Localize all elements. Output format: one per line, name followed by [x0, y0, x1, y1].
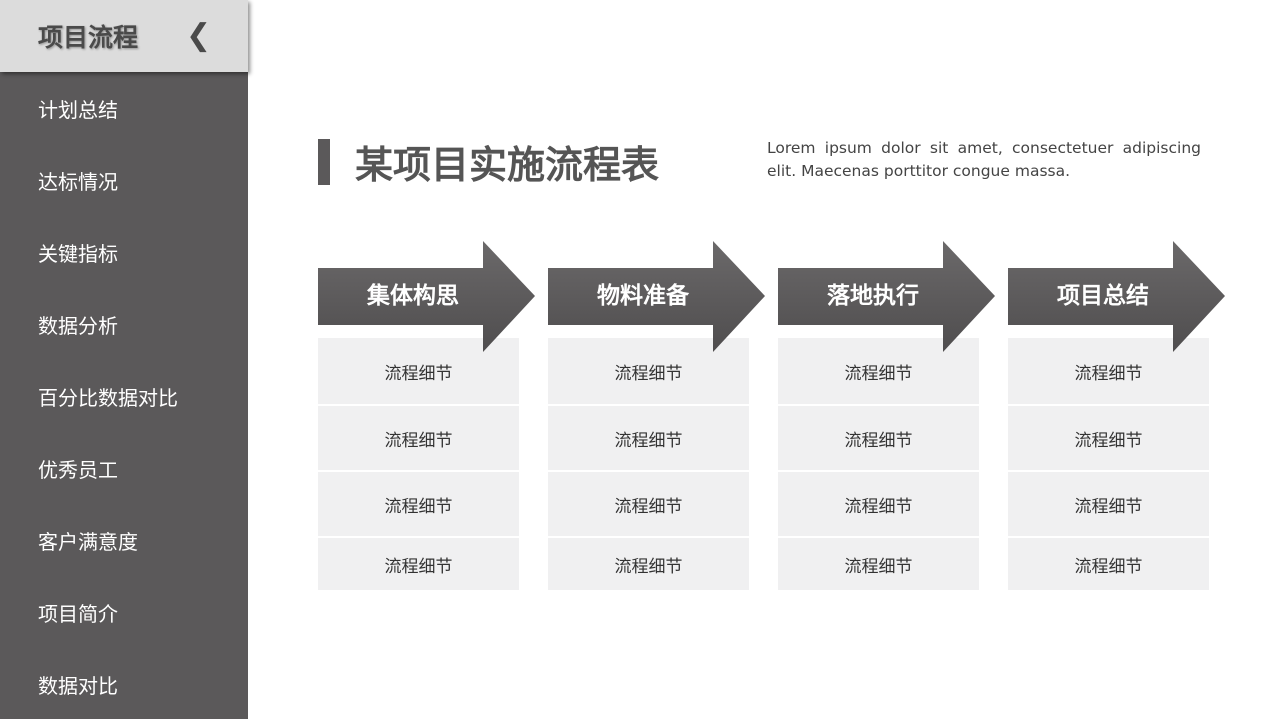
process-detail-cell: 流程细节 — [548, 472, 749, 536]
process-detail-cell: 流程细节 — [548, 406, 749, 470]
process-column: 流程细节流程细节流程细节流程细节 物料准备 — [548, 0, 778, 600]
process-column: 流程细节流程细节流程细节流程细节 集体构思 — [318, 0, 548, 600]
process-detail-cell: 流程细节 — [778, 472, 979, 536]
process-detail-cell: 流程细节 — [318, 538, 519, 590]
process-detail-cell: 流程细节 — [318, 406, 519, 470]
sidebar-item[interactable]: 客户满意度 — [38, 530, 138, 554]
sidebar-item[interactable]: 计划总结 — [38, 98, 118, 122]
step-label: 集体构思 — [367, 283, 459, 309]
arrow-shape — [548, 241, 765, 352]
arrow-shape — [778, 241, 995, 352]
process-detail-cell: 流程细节 — [548, 538, 749, 590]
sidebar-item[interactable]: 优秀员工 — [38, 458, 118, 482]
sidebar-title: 项目流程 — [38, 23, 139, 52]
process-column: 流程细节流程细节流程细节流程细节 项目总结 — [1008, 0, 1238, 600]
sidebar-item[interactable]: 百分比数据对比 — [38, 386, 178, 410]
sidebar: 项目流程 ❮ 计划总结达标情况关键指标数据分析百分比数据对比优秀员工客户满意度项… — [0, 0, 248, 719]
arrow-shape — [1008, 241, 1225, 352]
sidebar-header[interactable]: 项目流程 ❮ — [0, 0, 248, 72]
sidebar-item[interactable]: 达标情况 — [38, 170, 118, 194]
process-detail-cell: 流程细节 — [778, 406, 979, 470]
process-detail-cell: 流程细节 — [1008, 406, 1209, 470]
process-detail-cell: 流程细节 — [318, 472, 519, 536]
sidebar-item[interactable]: 数据对比 — [38, 674, 118, 698]
process-column: 流程细节流程细节流程细节流程细节 落地执行 — [778, 0, 1008, 600]
process-detail-cell: 流程细节 — [778, 538, 979, 590]
chevron-left-icon[interactable]: ❮ — [186, 18, 212, 53]
process-detail-cell: 流程细节 — [1008, 538, 1209, 590]
sidebar-item[interactable]: 数据分析 — [38, 314, 118, 338]
sidebar-item[interactable]: 项目简介 — [38, 602, 118, 626]
arrow-shape — [318, 241, 535, 352]
step-label: 落地执行 — [827, 283, 919, 309]
sidebar-item[interactable]: 关键指标 — [38, 242, 118, 266]
step-label: 项目总结 — [1057, 283, 1149, 309]
step-label: 物料准备 — [597, 283, 689, 309]
process-detail-cell: 流程细节 — [1008, 472, 1209, 536]
description: Lorem ipsum dolor sit amet, consectetuer… — [767, 139, 1201, 180]
title-accent-bar — [318, 139, 330, 185]
page-title: 某项目实施流程表 — [355, 143, 660, 187]
